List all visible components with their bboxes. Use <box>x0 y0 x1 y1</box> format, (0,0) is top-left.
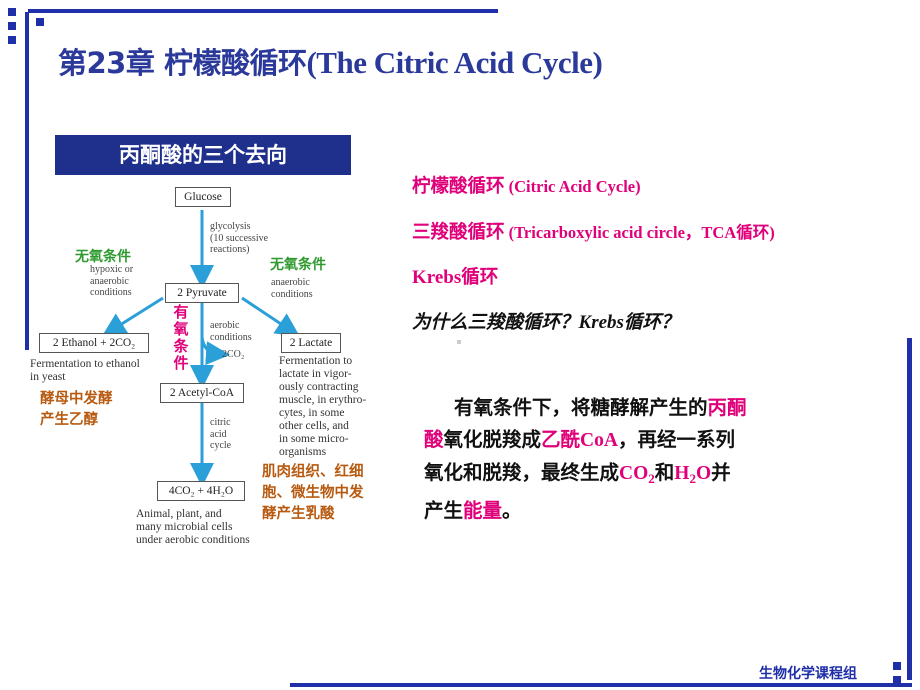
anaerobic-note: anaerobic conditions <box>271 277 313 300</box>
co2-release-label: 2CO₂ <box>222 349 245 360</box>
name-tca-cycle: 三羧酸循环 (Tricarboxylic acid circle，TCA循环) <box>412 222 775 243</box>
ethanol-box: 2 Ethanol + 2CO₂ <box>39 333 149 353</box>
final-description: Animal, plant, and many microbial cells … <box>136 508 250 546</box>
corner-square <box>8 36 16 44</box>
pyruvate-box: 2 Pyruvate <box>165 283 239 303</box>
lactate-box: 2 Lactate <box>281 333 341 353</box>
title-zh: 第23章 柠檬酸循环 <box>58 46 307 80</box>
left-frame-bar <box>25 12 29 350</box>
anaerobic-label-left: 无氧条件 <box>75 249 131 265</box>
name-citric-acid-cycle: 柠檬酸循环 (Citric Acid Cycle) <box>412 176 641 197</box>
arrow-co2-release <box>200 336 230 366</box>
arrow-to-lactate <box>241 296 300 337</box>
citric-cycle-note: citric acid cycle <box>210 417 232 451</box>
corner-square <box>8 22 16 30</box>
title-en: (The Citric Acid Cycle) <box>306 45 603 80</box>
arrow-to-ethanol <box>101 296 164 337</box>
summary-paragraph: 有氧条件下，将糖酵解产生的丙酮 酸氧化脱羧成乙酰CoA，再经一系列 氧化和脱羧，… <box>424 396 747 522</box>
top-frame-bar <box>28 9 498 13</box>
final-products-box: 4CO₂ + 4H₂O <box>157 481 245 501</box>
name-krebs-cycle: Krebs循环 <box>412 267 499 288</box>
glucose-box: Glucose <box>175 187 231 207</box>
yeast-fermentation-label: 酵母中发酵 产生乙醇 <box>40 391 113 428</box>
right-frame-bar <box>907 338 912 680</box>
page-title: 第23章 柠檬酸循环(The Citric Acid Cycle) <box>58 40 603 82</box>
aerobic-label-vertical: 有 氧 条 件 <box>173 303 189 372</box>
corner-square <box>893 676 901 684</box>
corner-square <box>8 8 16 16</box>
corner-square <box>36 18 44 26</box>
lactate-description: Fermentation to lactate in vigor- ously … <box>279 355 367 458</box>
glycolysis-note: glycolysis (10 successive reactions) <box>210 221 269 255</box>
pyruvate-fates-banner: 丙酮酸的三个去向 <box>55 135 351 175</box>
question-line: 为什么三羧酸循环？Krebs循环？ <box>412 312 680 333</box>
footer-course-group: 生物化学课程组 <box>759 666 857 682</box>
stray-dot <box>457 340 461 344</box>
corner-square <box>893 662 901 670</box>
bottom-frame-bar <box>290 683 912 687</box>
hypoxic-note: hypoxic or anaerobic conditions <box>90 264 134 298</box>
anaerobic-label-right: 无氧条件 <box>270 257 326 273</box>
ethanol-description: Fermentation to ethanol in yeast <box>30 358 140 383</box>
lactic-fermentation-label: 肌肉组织、红细 胞、微生物中发 酵产生乳酸 <box>262 464 364 522</box>
acetyl-coa-box: 2 Acetyl-CoA <box>160 383 244 403</box>
aerobic-note: aerobic conditions <box>210 320 252 343</box>
